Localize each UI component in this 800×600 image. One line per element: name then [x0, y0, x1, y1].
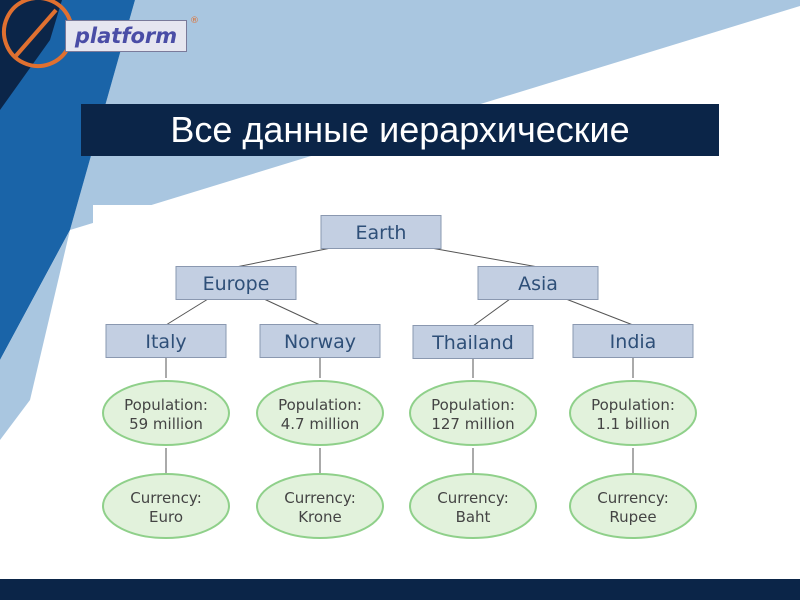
connector-region-country-1-0	[472, 298, 511, 327]
node-asia-label: Asia	[518, 273, 558, 295]
node-earth-label: Earth	[356, 222, 407, 244]
light-wedge	[0, 230, 70, 440]
population-norway-ellipse	[256, 380, 384, 446]
currency-thailand-line-2: Baht	[456, 508, 491, 526]
connector-region-country-1-1	[565, 298, 634, 326]
population-italy-line-2: 59 million	[129, 415, 203, 433]
population-thailand-line-2: 127 million	[431, 415, 514, 433]
blue-band	[0, 0, 135, 360]
currency-norway-line-2: Krone	[298, 508, 342, 526]
slide-title: Все данные иерархические	[170, 109, 630, 150]
exo-platform-logo: platform ®	[0, 0, 210, 80]
node-norway-label: Norway	[284, 331, 356, 353]
node-italy-label: Italy	[145, 331, 186, 353]
node-europe-box	[175, 266, 297, 300]
node-italy-box	[105, 324, 227, 358]
currency-thailand-line-1: Currency:	[437, 489, 509, 507]
bottom-bar	[0, 579, 800, 600]
logo-text: platform	[74, 24, 178, 48]
node-india-label: India	[610, 331, 657, 353]
population-india-ellipse	[569, 380, 697, 446]
population-india-line-1: Population:	[591, 396, 675, 414]
currency-norway-line-1: Currency:	[284, 489, 356, 507]
currency-india-line-2: Rupee	[609, 508, 656, 526]
currency-india-line-1: Currency:	[597, 489, 669, 507]
currency-india-ellipse	[569, 473, 697, 539]
node-earth-box	[320, 215, 442, 249]
currency-thailand-ellipse	[409, 473, 537, 539]
node-thailand-label: Thailand	[431, 332, 514, 354]
population-thailand-ellipse	[409, 380, 537, 446]
node-india-box	[572, 324, 694, 358]
connector-root-region-1	[430, 247, 539, 268]
population-norway-line-2: 4.7 million	[281, 415, 360, 433]
currency-italy-line-2: Euro	[149, 508, 183, 526]
connector-region-country-0-0	[165, 298, 209, 326]
registered-mark: ®	[190, 16, 199, 26]
population-italy-line-1: Population:	[124, 396, 208, 414]
connector-root-region-0	[235, 247, 332, 268]
population-italy-ellipse	[102, 380, 230, 446]
population-norway-line-1: Population:	[278, 396, 362, 414]
navy-corner	[0, 0, 62, 110]
population-india-line-2: 1.1 billion	[596, 415, 670, 433]
currency-italy-line-1: Currency:	[130, 489, 202, 507]
node-thailand-box	[412, 325, 534, 359]
logo-label: platform	[65, 20, 187, 52]
node-norway-box	[259, 324, 381, 358]
title-bar: Все данные иерархические	[81, 104, 719, 156]
node-asia-box	[477, 266, 599, 300]
currency-norway-ellipse	[256, 473, 384, 539]
connector-region-country-0-1	[263, 298, 321, 326]
currency-italy-ellipse	[102, 473, 230, 539]
population-thailand-line-1: Population:	[431, 396, 515, 414]
node-europe-label: Europe	[203, 273, 270, 295]
